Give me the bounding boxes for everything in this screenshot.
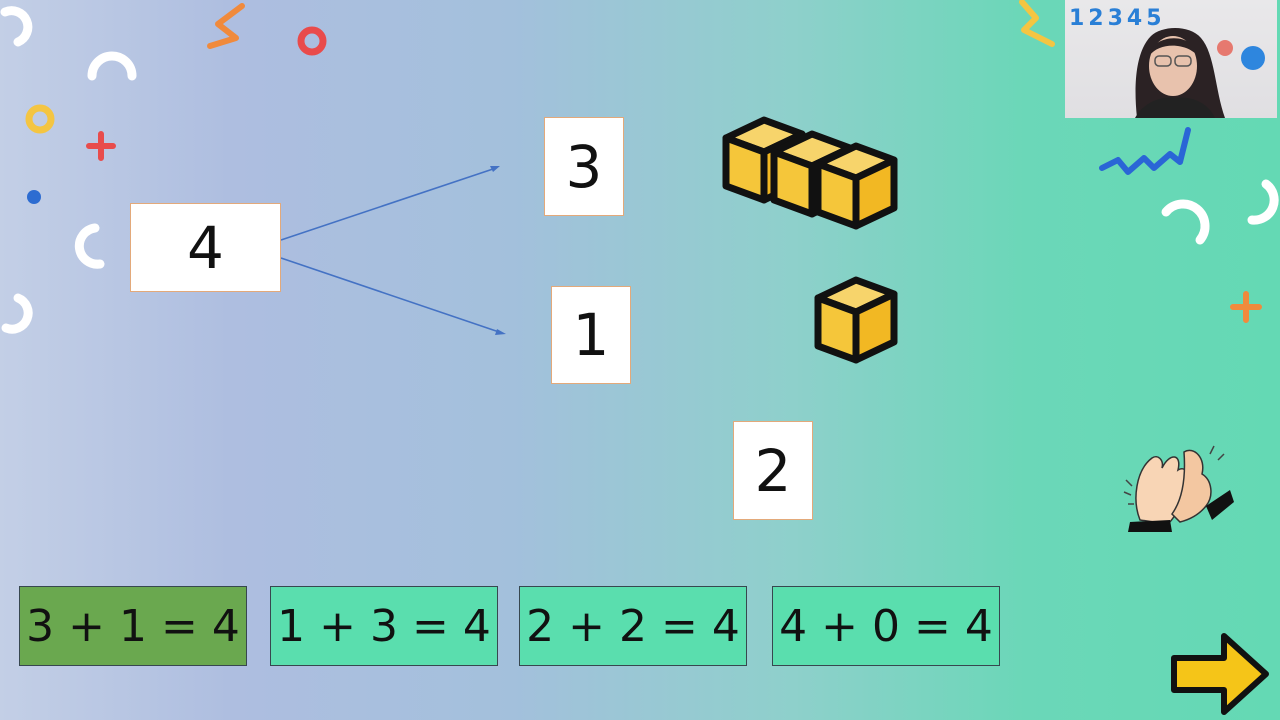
part-a-number-box: 3	[544, 117, 624, 216]
equation-button-2[interactable]: 1 + 3 = 4	[270, 586, 498, 666]
single-cube-icon	[814, 276, 898, 364]
three-cubes-icon	[722, 116, 898, 230]
part-b-number-box: 1	[551, 286, 631, 384]
extra-number-box: 2	[733, 421, 813, 520]
right-arrow-icon[interactable]	[1170, 628, 1270, 718]
webcam-video: 12345	[1065, 0, 1277, 118]
webcam-poster: 12345	[1069, 6, 1219, 36]
equation-button-4[interactable]: 4 + 0 = 4	[772, 586, 1000, 666]
total-number-box: 4	[130, 203, 281, 292]
equation-button-1[interactable]: 3 + 1 = 4	[19, 586, 247, 666]
clapping-hands-icon	[1123, 445, 1234, 532]
equation-button-3[interactable]: 2 + 2 = 4	[519, 586, 747, 666]
teacher-silhouette	[1135, 28, 1265, 118]
poster-numbers: 12345	[1069, 6, 1166, 31]
